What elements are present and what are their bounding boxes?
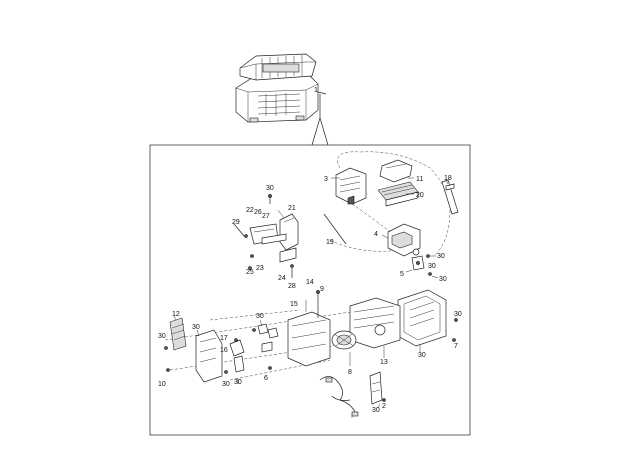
callout-1: 1 [314,87,318,94]
callout-30: 2 [382,403,386,410]
callout-25: 25 [246,269,254,276]
callout-30: 6 [264,375,268,382]
callout-23: 23 [256,265,264,272]
callout-16: 30 [234,379,242,386]
callout-30: 14 [306,279,314,286]
callout-6: 8 [348,369,352,376]
callout-30: 30 [437,253,445,260]
detail-frame [149,144,471,436]
leader-lines [173,177,449,418]
callout-5: 5 [400,271,404,278]
callout-30: 30 [439,276,447,283]
callout-24: 24 [278,275,286,282]
callout-22: 22 [246,207,254,214]
callout-13: 30 [418,352,426,359]
duct-cluster [233,194,299,278]
callout-labels: 1 3 11 20 18 4 30 5 30 30 21 22 26 27 29… [158,87,462,414]
callout-3: 3 [324,176,328,183]
callout-18: 18 [444,175,452,182]
callout-19: 19 [326,239,334,246]
callout-30: 10 [158,381,166,388]
callout-28: 28 [288,283,296,290]
callout-9: 9 [320,286,324,293]
callout-11: 11 [416,176,423,183]
evaporator-cluster [323,151,459,276]
callout-30: 30 [428,263,436,270]
assembled-hvac-unit [235,53,327,123]
callout-21: 21 [288,205,296,212]
callout-26: 26 [254,209,262,216]
callout-30: 7 [454,343,458,350]
callout-7: 12 [172,311,180,318]
callout-8: 30 [372,407,380,414]
callout-30: 30 [222,381,230,388]
callout-30: 30 [158,333,166,340]
callout-4: 4 [374,231,378,238]
callout-14: 15 [290,301,298,308]
callout-12: 30 [192,324,200,331]
callout-29: 29 [232,219,240,226]
callout-30: 30 [266,185,274,192]
callout-30: 30 [454,311,462,318]
callout-30: 30 [256,313,264,320]
callout-17: 16 [220,347,228,354]
callout-10: 17 [220,335,228,342]
callout-15: 13 [380,359,388,366]
blower-case-assembly [164,289,458,417]
callout-27: 27 [262,213,270,220]
callout-20: 20 [416,192,424,199]
